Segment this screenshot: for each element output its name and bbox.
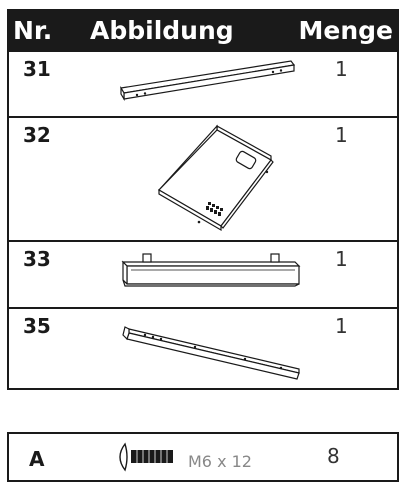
hardware-number: A (29, 447, 45, 471)
part-number: 33 (23, 247, 51, 271)
part-number: 35 (23, 314, 51, 338)
table-header: Nr. Abbildung Menge (7, 9, 399, 52)
rail-part-icon (122, 326, 300, 380)
hardware-spec: M6 x 12 (188, 452, 252, 471)
part-number: 32 (23, 123, 51, 147)
part-quantity: 1 (335, 57, 348, 81)
header-nr: Nr. (13, 16, 53, 45)
part-quantity: 1 (335, 314, 348, 338)
table-row: 33 1 (7, 242, 399, 309)
header-abbildung: Abbildung (90, 16, 234, 45)
header-menge: Menge (298, 16, 393, 45)
bar-part-icon (120, 60, 296, 102)
table-row: 35 1 (7, 309, 399, 390)
hardware-quantity: 8 (327, 444, 340, 468)
part-quantity: 1 (335, 123, 348, 147)
table-row: 31 1 (7, 52, 399, 118)
hardware-row: A M6 x 12 8 (7, 432, 399, 482)
tray-part-icon (158, 124, 274, 232)
part-number: 31 (23, 57, 51, 81)
screw-icon (119, 442, 173, 472)
channel-bar-part-icon (121, 253, 301, 287)
table-row: 32 1 (7, 118, 399, 242)
part-quantity: 1 (335, 247, 348, 271)
